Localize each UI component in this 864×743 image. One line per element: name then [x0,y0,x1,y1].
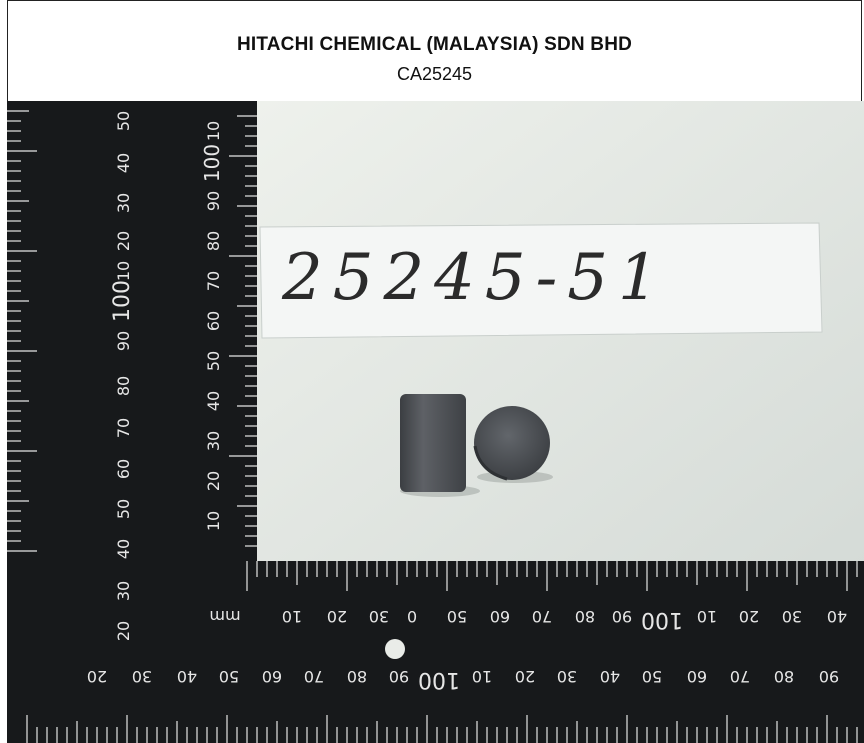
vruler-left-label-13: 20 [114,621,133,641]
hruler-bottom-label-12: 40 [600,667,620,686]
vruler-left-label-6: 90 [114,331,133,351]
vruler-right-label-8: 30 [204,431,223,451]
hruler-top-label-0: 10 [282,607,302,626]
vruler-right-label-7: 40 [204,391,223,411]
vruler-right-label-6: 50 [204,351,223,371]
hruler-top-label-9: 100 [641,607,683,632]
hruler-bottom-label-13: 50 [642,667,662,686]
vruler-left-label-12: 30 [114,581,133,601]
hruler-bottom-label-6: 80 [347,667,367,686]
hruler-bottom-label-8: 100 [418,667,460,692]
sample-code: CA25245 [396,64,473,84]
vertical-ruler-numbers: 50 40 30 20 10 100 90 80 70 60 50 40 30 … [110,111,224,641]
hruler-top-label-10: 10 [697,607,717,626]
label-paper [259,222,823,339]
vruler-right-label-5: 60 [204,311,223,331]
hruler-bottom-label-7: 90 [389,667,409,686]
hruler-bottom-label-4: 60 [262,667,282,686]
sample-photo: 50 40 30 20 10 100 90 80 70 60 50 40 30 … [7,101,864,743]
disc-edge [473,445,508,481]
cylinder-sample-standing [400,394,466,492]
hruler-top-label-6: 70 [532,607,552,626]
hruler-top-label-7: 80 [575,607,595,626]
company-name: HITACHI CHEMICAL (MALAYSIA) SDN BHD [236,34,633,55]
sample-label-handwriting: 25245-51 [282,241,669,315]
cylinder-sample-end-view [474,406,550,480]
ruler-hole [385,639,405,659]
hruler-top-label-3: 0 [407,607,417,626]
hruler-top-label-1: 20 [327,607,347,626]
hruler-bottom-label-3: 50 [219,667,239,686]
vruler-left-label-0: 50 [114,111,133,131]
hruler-top-label-2: 30 [369,607,389,626]
hruler-bottom-label-16: 80 [774,667,794,686]
vruler-left-label-10: 50 [114,499,133,519]
vruler-left-label-7: 80 [114,376,133,396]
vruler-left-label-9: 60 [114,459,133,479]
vruler-left-label-11: 40 [114,539,133,559]
hruler-bottom-label-0: 20 [87,667,107,686]
vruler-right-label-4: 70 [204,271,223,291]
hruler-top-label-8: 90 [612,607,632,626]
vruler-right-label-10: 10 [204,511,223,531]
vertical-ruler-left-ticks [7,110,37,552]
vruler-right-label-0: 10 [204,121,223,141]
vruler-left-label-1: 40 [114,153,133,173]
vertical-ruler-right-ticks [229,115,257,547]
hruler-top-label-11: 20 [739,607,759,626]
hruler-bottom-label-1: 30 [132,667,152,686]
vruler-right-label-9: 20 [204,471,223,491]
vertical-ruler [7,101,257,571]
vruler-left-label-4: 10 [114,261,133,281]
hruler-top-label-13: 40 [827,607,847,626]
vruler-left-label-8: 70 [114,418,133,438]
report-header: HITACHI CHEMICAL (MALAYSIA) SDN BHD CA25… [7,0,862,101]
hruler-bottom-label-14: 60 [687,667,707,686]
horizontal-ruler-bottom-ticks [26,715,858,743]
hruler-bottom-label-10: 20 [515,667,535,686]
hruler-top-label-12: 30 [782,607,802,626]
horizontal-ruler-top-ticks [246,561,858,591]
vruler-left-label-2: 30 [114,193,133,213]
hruler-bottom-label-9: 10 [472,667,492,686]
hruler-bottom-label-5: 70 [304,667,324,686]
photo-illustration: 50 40 30 20 10 100 90 80 70 60 50 40 30 … [7,101,864,743]
hruler-bottom-label-11: 30 [557,667,577,686]
hruler-bottom-label-17: 90 [819,667,839,686]
hruler-top-label-5: 60 [490,607,510,626]
vruler-right-label-1: 100 [200,144,224,182]
ruler-unit-label: mm [209,607,240,626]
vruler-left-label-5: 100 [110,280,135,322]
hruler-top-label-4: 50 [447,607,467,626]
hruler-bottom-label-2: 40 [177,667,197,686]
hruler-bottom-label-15: 70 [730,667,750,686]
vruler-left-label-3: 20 [114,231,133,251]
vruler-right-label-2: 90 [204,191,223,211]
horizontal-ruler-numbers: mm 10 20 30 0 50 60 70 80 90 100 10 20 3… [87,607,847,692]
vruler-right-label-3: 80 [204,231,223,251]
horizontal-ruler [7,561,864,743]
